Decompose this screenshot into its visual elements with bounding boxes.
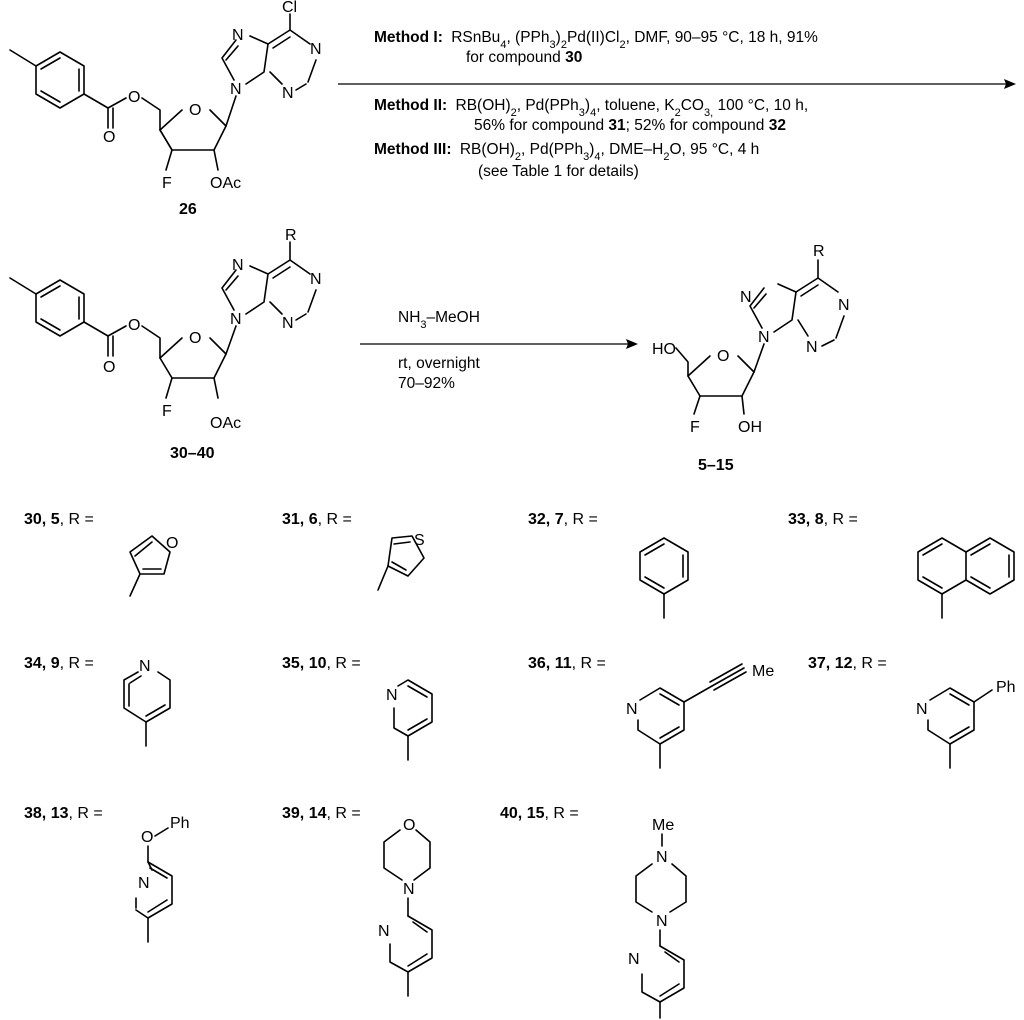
substituent-morpholinopyridyl: O N N bbox=[378, 817, 433, 997]
r-label-33-8: 33, 8, R = bbox=[788, 511, 858, 528]
atom-o: O bbox=[403, 817, 415, 834]
atom-n-morpholine: N bbox=[403, 881, 415, 898]
substituent-3-pyridyl: N bbox=[386, 679, 433, 761]
r-label-30-5: 30, 5, R = bbox=[24, 511, 94, 528]
atom-oac: OAc bbox=[210, 415, 241, 432]
atom-ph: Ph bbox=[170, 815, 190, 832]
substituent-1-naphthyl bbox=[917, 537, 1015, 619]
atom-r: R bbox=[813, 243, 825, 260]
reaction-arrow-1 bbox=[338, 79, 1016, 89]
compound-label-5-15: 5–15 bbox=[698, 457, 734, 474]
atom-oh: OH bbox=[738, 419, 762, 436]
reaction-arrow-2 bbox=[360, 339, 638, 349]
svg-text:NH3–MeOH: NH3–MeOH bbox=[398, 309, 480, 331]
ring-oxygen: O bbox=[189, 330, 201, 347]
atom-o: O bbox=[166, 535, 178, 552]
method-2-line: Method II: RB(OH)2, Pd(PPh3)4, toluene, … bbox=[374, 97, 808, 119]
atom-n1: N bbox=[310, 271, 322, 288]
atom-n1: N bbox=[310, 41, 322, 58]
atom-f: F bbox=[690, 419, 700, 436]
substituent-4-pyridyl: N bbox=[123, 658, 171, 747]
atom-o: O bbox=[141, 829, 153, 846]
atom-r: R bbox=[285, 227, 297, 244]
method-3-line: Method III: RB(OH)2, Pd(PPh3)4, DME–H2O,… bbox=[374, 141, 759, 163]
method-3-line-2: (see Table 1 for details) bbox=[478, 163, 639, 180]
atom-n7: N bbox=[232, 27, 244, 44]
r-label-36-11: 36, 11, R = bbox=[528, 655, 606, 672]
r-label-35-10: 35, 10, R = bbox=[282, 655, 361, 672]
ring-oxygen: O bbox=[717, 348, 729, 365]
substituent-2-furyl: O bbox=[129, 535, 178, 597]
atom-me: Me bbox=[752, 663, 774, 680]
method-2-line-2: 56% for compound 31; 52% for compound 32 bbox=[474, 117, 786, 134]
compound-30-40: O O O F OAc N N N N R 30–40 bbox=[9, 227, 322, 462]
atom-n9: N bbox=[758, 329, 770, 346]
atom-oac: OAc bbox=[210, 175, 241, 192]
atom-n-pip-1: N bbox=[656, 849, 668, 866]
substituent-phenoxypyridyl: O Ph N bbox=[135, 815, 190, 943]
atom-cl: Cl bbox=[282, 0, 297, 16]
r-label-32-7: 32, 7, R = bbox=[528, 511, 598, 528]
atom-me: Me bbox=[652, 817, 674, 834]
atom-ho: HO bbox=[652, 341, 676, 358]
atom-o: O bbox=[103, 129, 115, 146]
compound-26: O O O F OAc N N N N Cl 26 bbox=[9, 0, 322, 218]
svg-text:70–92%: 70–92% bbox=[398, 375, 455, 392]
method-1-line-2: for compound 30 bbox=[466, 49, 582, 66]
substituent-phenyl bbox=[639, 537, 689, 619]
atom-n3: N bbox=[282, 315, 294, 332]
atom-n: N bbox=[628, 951, 640, 968]
atom-n: N bbox=[138, 875, 150, 892]
atom-n: N bbox=[386, 687, 398, 704]
atom-s: S bbox=[414, 532, 425, 549]
method-1-line: Method I: RSnBu4, (PPh3)2Pd(II)Cl2, DMF,… bbox=[374, 29, 818, 51]
atom-f: F bbox=[162, 175, 172, 192]
ring-oxygen: O bbox=[189, 102, 201, 119]
substituent-methylpiperazinylpyridyl: Me N N N bbox=[628, 817, 687, 1019]
atom-o: O bbox=[103, 359, 115, 376]
conditions-second: NH3–MeOH rt, overnight 70–92% bbox=[398, 309, 481, 392]
substituent-propynylpyridyl: N Me bbox=[626, 663, 774, 769]
r-label-40-15: 40, 15, R = bbox=[500, 805, 579, 822]
substituent-3-thienyl: S bbox=[377, 532, 425, 591]
r-label-37-12: 37, 12, R = bbox=[808, 655, 887, 672]
atom-n9: N bbox=[230, 81, 242, 98]
atom-n3: N bbox=[806, 339, 818, 356]
substituent-phenylpyridyl: N Ph bbox=[916, 679, 1016, 769]
atom-n7: N bbox=[740, 289, 752, 306]
atom-o: O bbox=[128, 317, 140, 334]
atom-n7: N bbox=[232, 257, 244, 274]
r-label-31-6: 31, 6, R = bbox=[282, 511, 352, 528]
atom-n-pip-2: N bbox=[656, 913, 668, 930]
r-label-38-13: 38, 13, R = bbox=[24, 805, 103, 822]
atom-o: O bbox=[128, 89, 140, 106]
conditions-top: Method I: RSnBu4, (PPh3)2Pd(II)Cl2, DMF,… bbox=[374, 29, 818, 180]
atom-n9: N bbox=[230, 311, 242, 328]
svg-text:rt, overnight: rt, overnight bbox=[398, 355, 481, 372]
atom-n1: N bbox=[838, 297, 850, 314]
atom-f: F bbox=[162, 403, 172, 420]
compound-label-26: 26 bbox=[179, 201, 197, 218]
atom-n: N bbox=[916, 701, 928, 718]
compound-5-15: HO O F OH N N N N R 5–15 bbox=[652, 243, 850, 474]
atom-n: N bbox=[626, 701, 638, 718]
atom-n: N bbox=[139, 658, 151, 675]
atom-n: N bbox=[378, 923, 390, 940]
compound-label-30-40: 30–40 bbox=[170, 445, 215, 462]
atom-n3: N bbox=[282, 85, 294, 102]
atom-ph: Ph bbox=[996, 679, 1016, 696]
r-label-34-9: 34, 9, R = bbox=[24, 655, 94, 672]
r-label-39-14: 39, 14, R = bbox=[282, 805, 361, 822]
